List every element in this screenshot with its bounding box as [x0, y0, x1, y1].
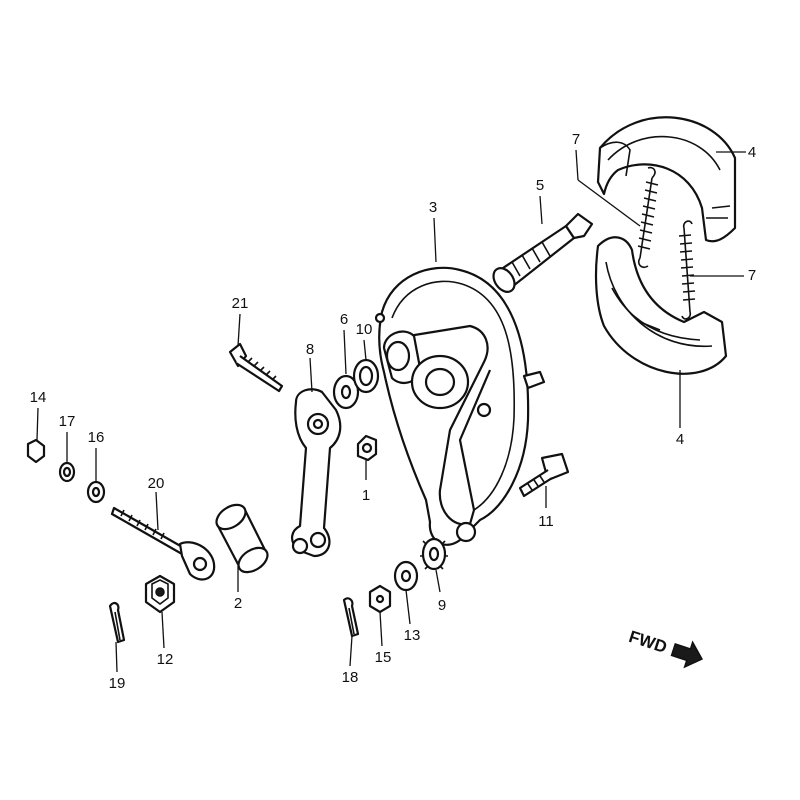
callout-labels: 1 2 3 4 4 5 6 7 7 8 9 10 11 12 13 14 15 … [30, 131, 757, 692]
callout-20: 20 [148, 475, 165, 492]
callout-15: 15 [375, 649, 392, 666]
callout-19: 19 [109, 675, 126, 692]
lock-washer-9 [420, 537, 448, 571]
cotter-pin-19 [108, 601, 126, 644]
callout-10: 10 [356, 321, 373, 338]
callout-16: 16 [88, 429, 105, 446]
callout-18: 18 [342, 669, 359, 686]
callout-17: 17 [59, 413, 76, 430]
callout-1: 1 [362, 487, 370, 504]
callout-4-upper: 4 [748, 144, 756, 161]
fwd-label: FWD [627, 627, 670, 657]
brake-shoe-upper [596, 116, 737, 243]
callout-7-lower: 7 [748, 267, 756, 284]
brake-spring-right [678, 220, 696, 320]
brake-panel [374, 266, 546, 546]
callout-5: 5 [536, 177, 544, 194]
washer-13 [393, 560, 419, 592]
brake-rod-20 [110, 506, 216, 581]
nut-14 [26, 438, 46, 464]
collar-2 [215, 503, 269, 574]
nut-1 [356, 434, 378, 462]
adjusting-nut-12 [144, 574, 176, 614]
brake-spring-left [637, 166, 659, 269]
forward-direction-indicator: FWD [627, 627, 703, 669]
callout-4-lower: 4 [676, 431, 684, 448]
bolt-21 [228, 342, 284, 393]
callout-8: 8 [306, 341, 314, 358]
brake-shoe-lower [594, 236, 728, 375]
lock-washer-17 [58, 461, 76, 483]
forward-arrow-icon [670, 640, 703, 669]
callout-9: 9 [438, 597, 446, 614]
washer-16 [86, 480, 106, 504]
bolt-11 [518, 452, 570, 498]
callout-21: 21 [232, 295, 249, 312]
nut-15 [368, 584, 392, 614]
washer-6 [332, 374, 360, 410]
callout-2: 2 [234, 595, 242, 612]
callout-12: 12 [157, 651, 174, 668]
callout-7-upper: 7 [572, 131, 580, 148]
seal-10 [352, 358, 380, 394]
callout-6: 6 [340, 311, 348, 328]
callout-11: 11 [538, 513, 554, 530]
callout-3: 3 [429, 199, 437, 216]
brake-arm [291, 388, 342, 558]
leader-lines [36, 149, 746, 673]
callout-14: 14 [30, 389, 47, 406]
brake-cam [492, 212, 594, 293]
cotter-pin-18 [342, 597, 360, 638]
callout-13: 13 [404, 627, 421, 644]
